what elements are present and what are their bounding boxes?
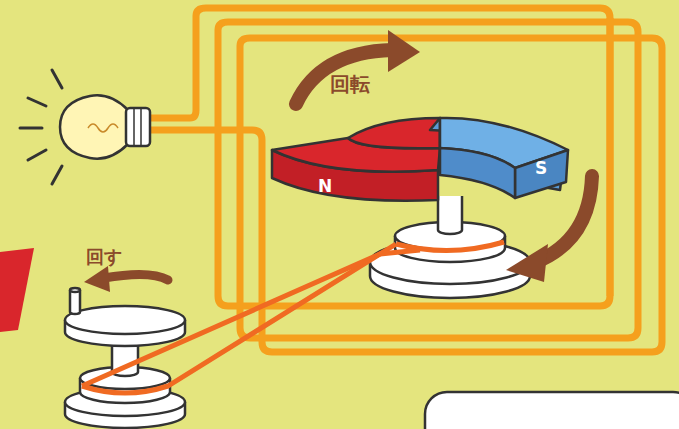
- action-label: 回す: [86, 248, 122, 266]
- crank-pulley: [65, 288, 185, 428]
- rotation-arrow: [84, 30, 592, 292]
- motion-label: 回転: [330, 74, 370, 94]
- coil-wire: [148, 8, 662, 352]
- horseshoe-magnet: [272, 118, 568, 201]
- coil-wire-front: [607, 18, 614, 296]
- red-banner: [0, 248, 34, 332]
- pole-label: S: [535, 160, 547, 177]
- belt: [82, 244, 420, 393]
- pole-label: N: [318, 178, 332, 195]
- note-box: [425, 392, 679, 429]
- light-bulb: [20, 70, 150, 184]
